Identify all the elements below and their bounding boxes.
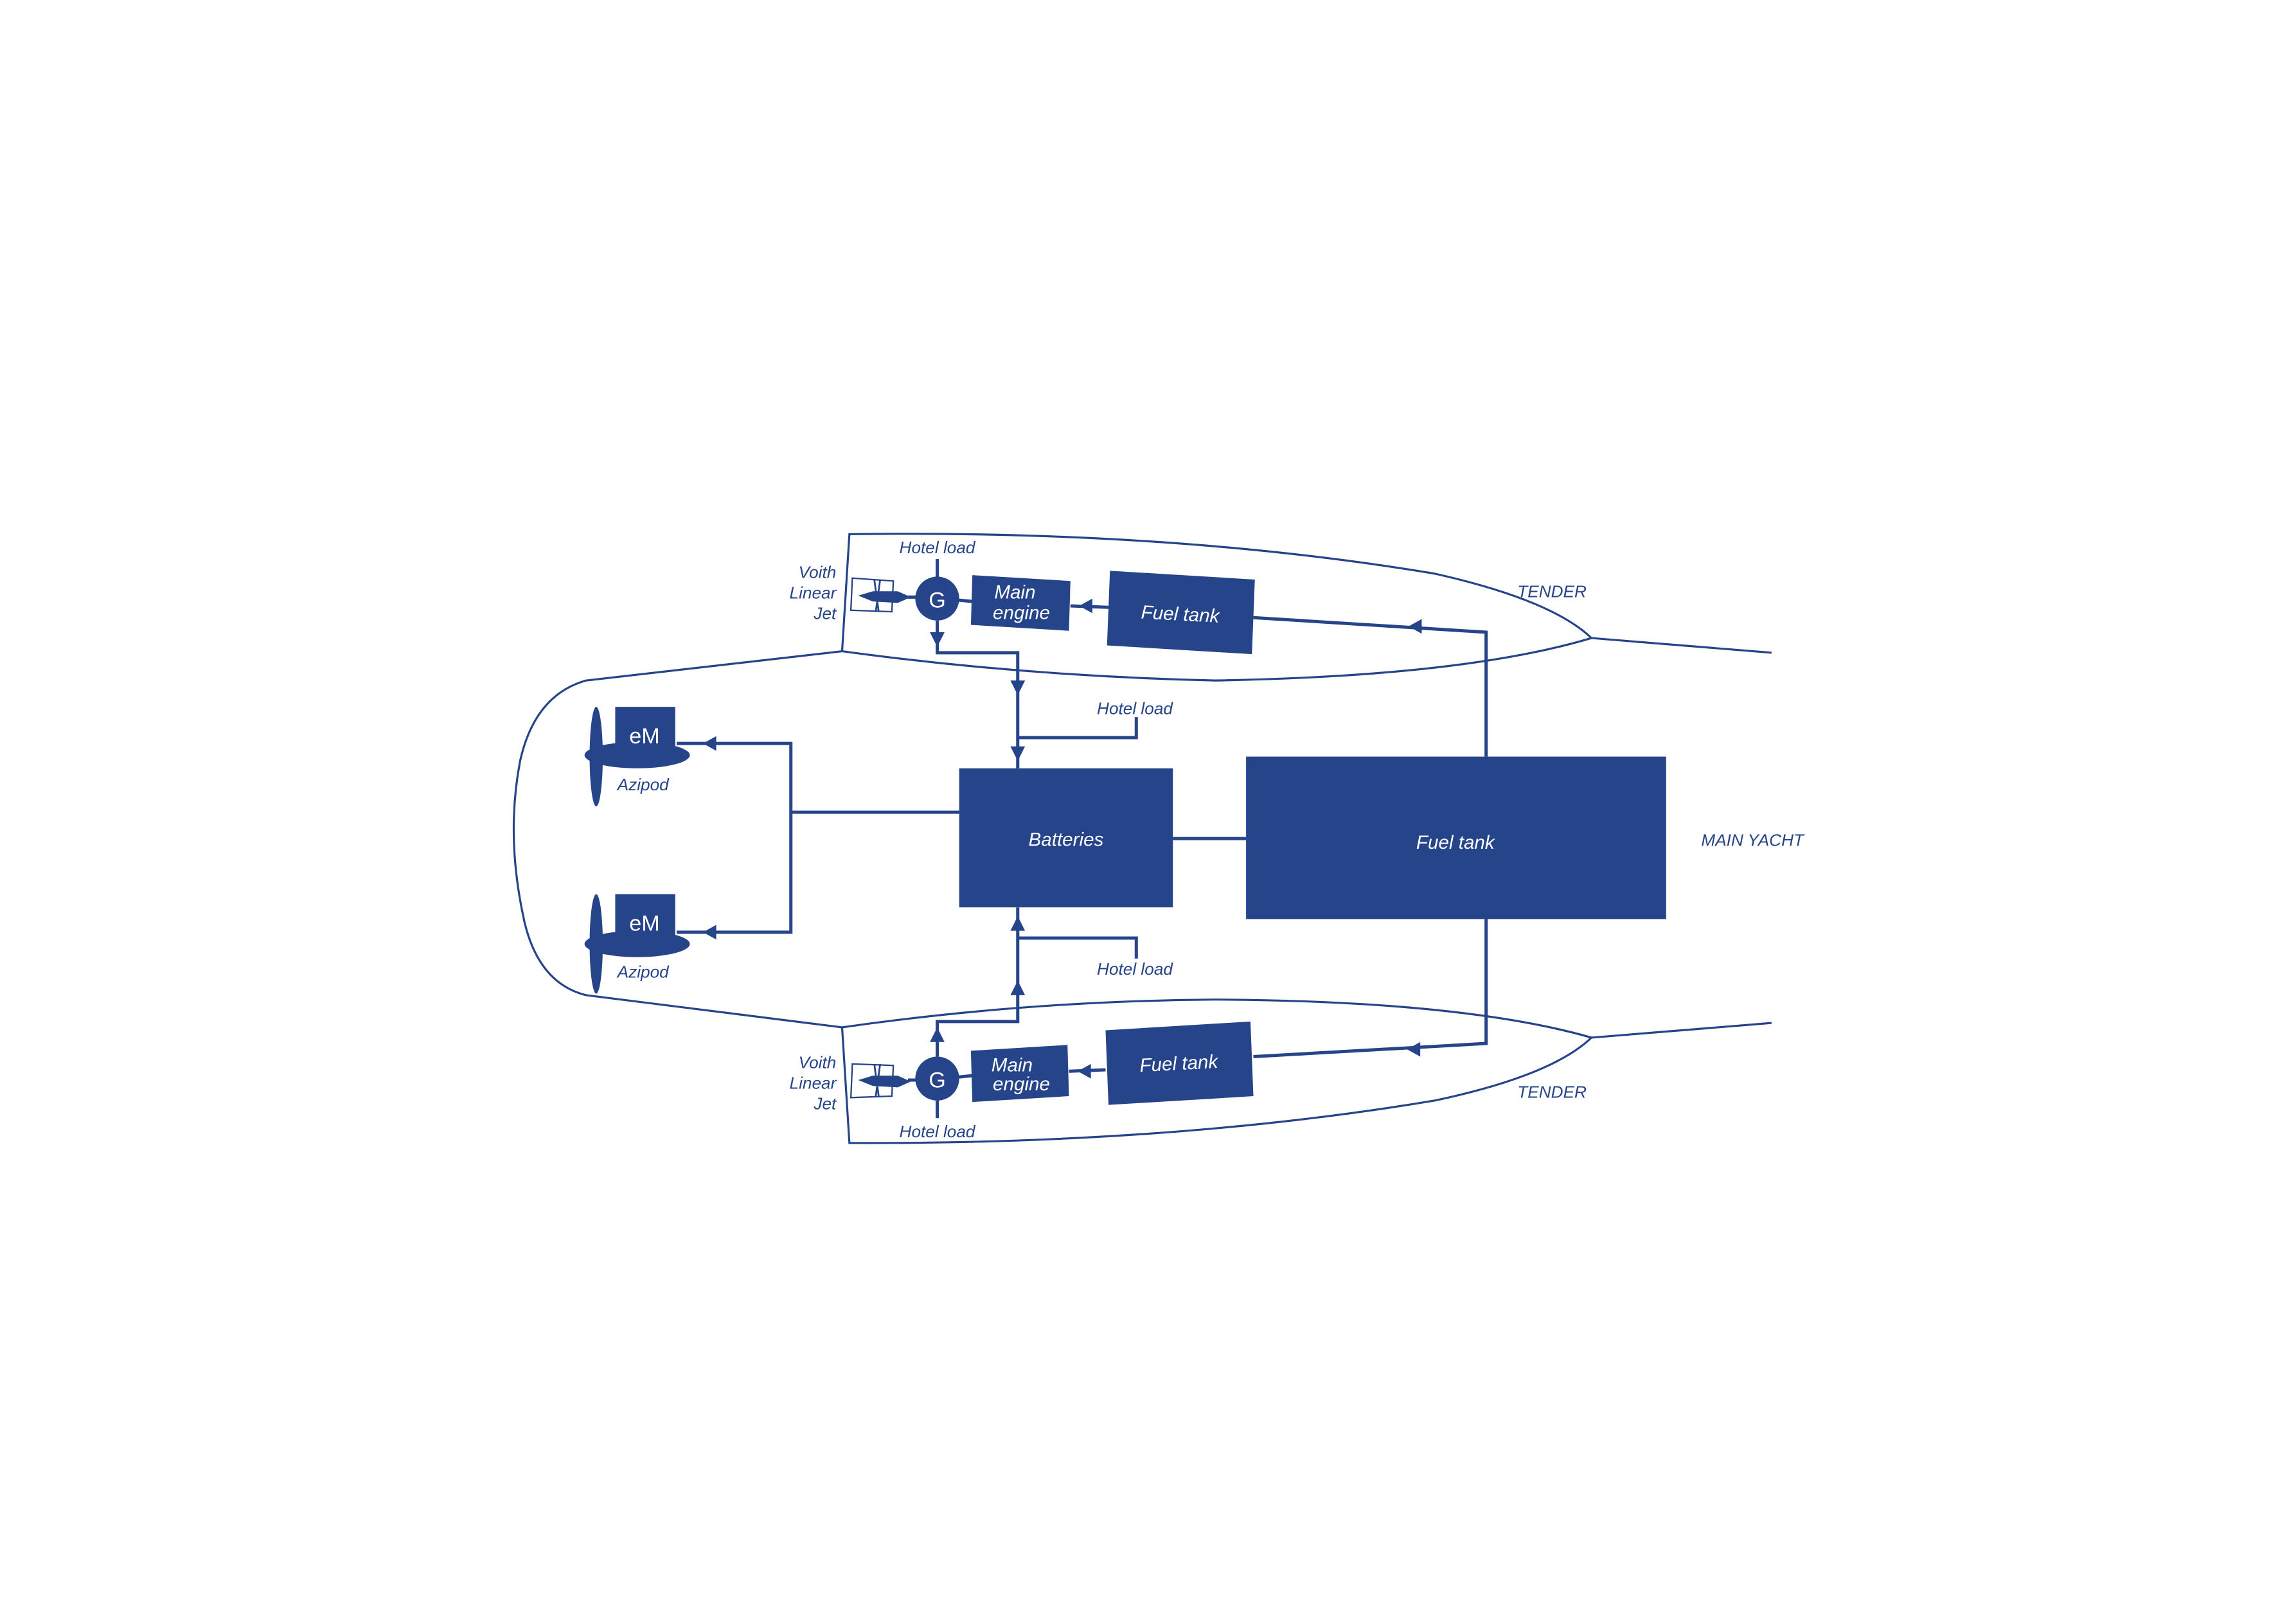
tender-top-jet-label: Voith Linear Jet	[790, 563, 838, 623]
svg-text:Fuel tank: Fuel tank	[1141, 602, 1222, 627]
svg-text:Jet: Jet	[813, 603, 837, 623]
azipod-top: eM Azipod	[584, 707, 690, 807]
svg-text:eM: eM	[629, 724, 659, 749]
svg-text:Fuel tank: Fuel tank	[1416, 832, 1496, 853]
main-yacht-hull	[512, 650, 842, 1029]
svg-text:engine: engine	[993, 602, 1050, 623]
svg-text:Main: Main	[994, 582, 1035, 603]
batteries: Batteries	[959, 768, 1173, 908]
svg-text:Fuel tank: Fuel tank	[1139, 1051, 1220, 1076]
generator-bottom	[915, 1056, 959, 1101]
waterjet-icon	[850, 577, 911, 613]
svg-text:Azipod: Azipod	[616, 962, 670, 982]
tender-bottom-jet-label: Voith Linear Jet	[790, 1053, 838, 1113]
generator-top	[915, 576, 959, 621]
tender-bottom-hull	[841, 998, 1594, 1144]
tender-top-hull	[841, 533, 1594, 682]
azipod-bottom: eM Azipod	[584, 894, 690, 994]
svg-text:G: G	[929, 588, 946, 612]
svg-text:Linear: Linear	[790, 1074, 837, 1093]
hotel-load-main-bottom: Hotel load	[1097, 959, 1173, 979]
fuel-tank-tender-bottom: Fuel tank	[1105, 1021, 1254, 1105]
svg-text:Azipod: Azipod	[616, 775, 670, 794]
svg-text:Voith: Voith	[799, 1053, 837, 1072]
main-yacht-side-top	[1591, 637, 1772, 654]
fuel-tank-tender-top: Fuel tank	[1107, 571, 1255, 655]
fuel-tank-main: Fuel tank	[1246, 756, 1666, 919]
svg-text:Linear: Linear	[790, 583, 837, 603]
svg-text:Main: Main	[992, 1054, 1033, 1076]
svg-text:G: G	[929, 1068, 946, 1092]
main-yacht-label: MAIN YACHT	[1701, 831, 1805, 850]
main-engine-top: Main engine	[970, 575, 1071, 631]
tender-bottom-label: TENDER	[1517, 1082, 1587, 1101]
svg-text:Batteries: Batteries	[1029, 829, 1104, 851]
main-engine-bottom: Main engine	[970, 1045, 1069, 1103]
svg-text:Voith: Voith	[799, 563, 837, 582]
waterjet-icon	[850, 1063, 911, 1099]
svg-text:Jet: Jet	[813, 1094, 837, 1113]
main-yacht-side-bottom	[1591, 1022, 1772, 1039]
tender-top-label: TENDER	[1517, 581, 1587, 601]
hotel-load-tender-bottom: Hotel load	[900, 1122, 976, 1141]
svg-text:engine: engine	[993, 1074, 1050, 1095]
hotel-load-tender-top: Hotel load	[900, 538, 976, 557]
svg-text:eM: eM	[629, 912, 659, 936]
hotel-load-main-top: Hotel load	[1097, 699, 1173, 718]
